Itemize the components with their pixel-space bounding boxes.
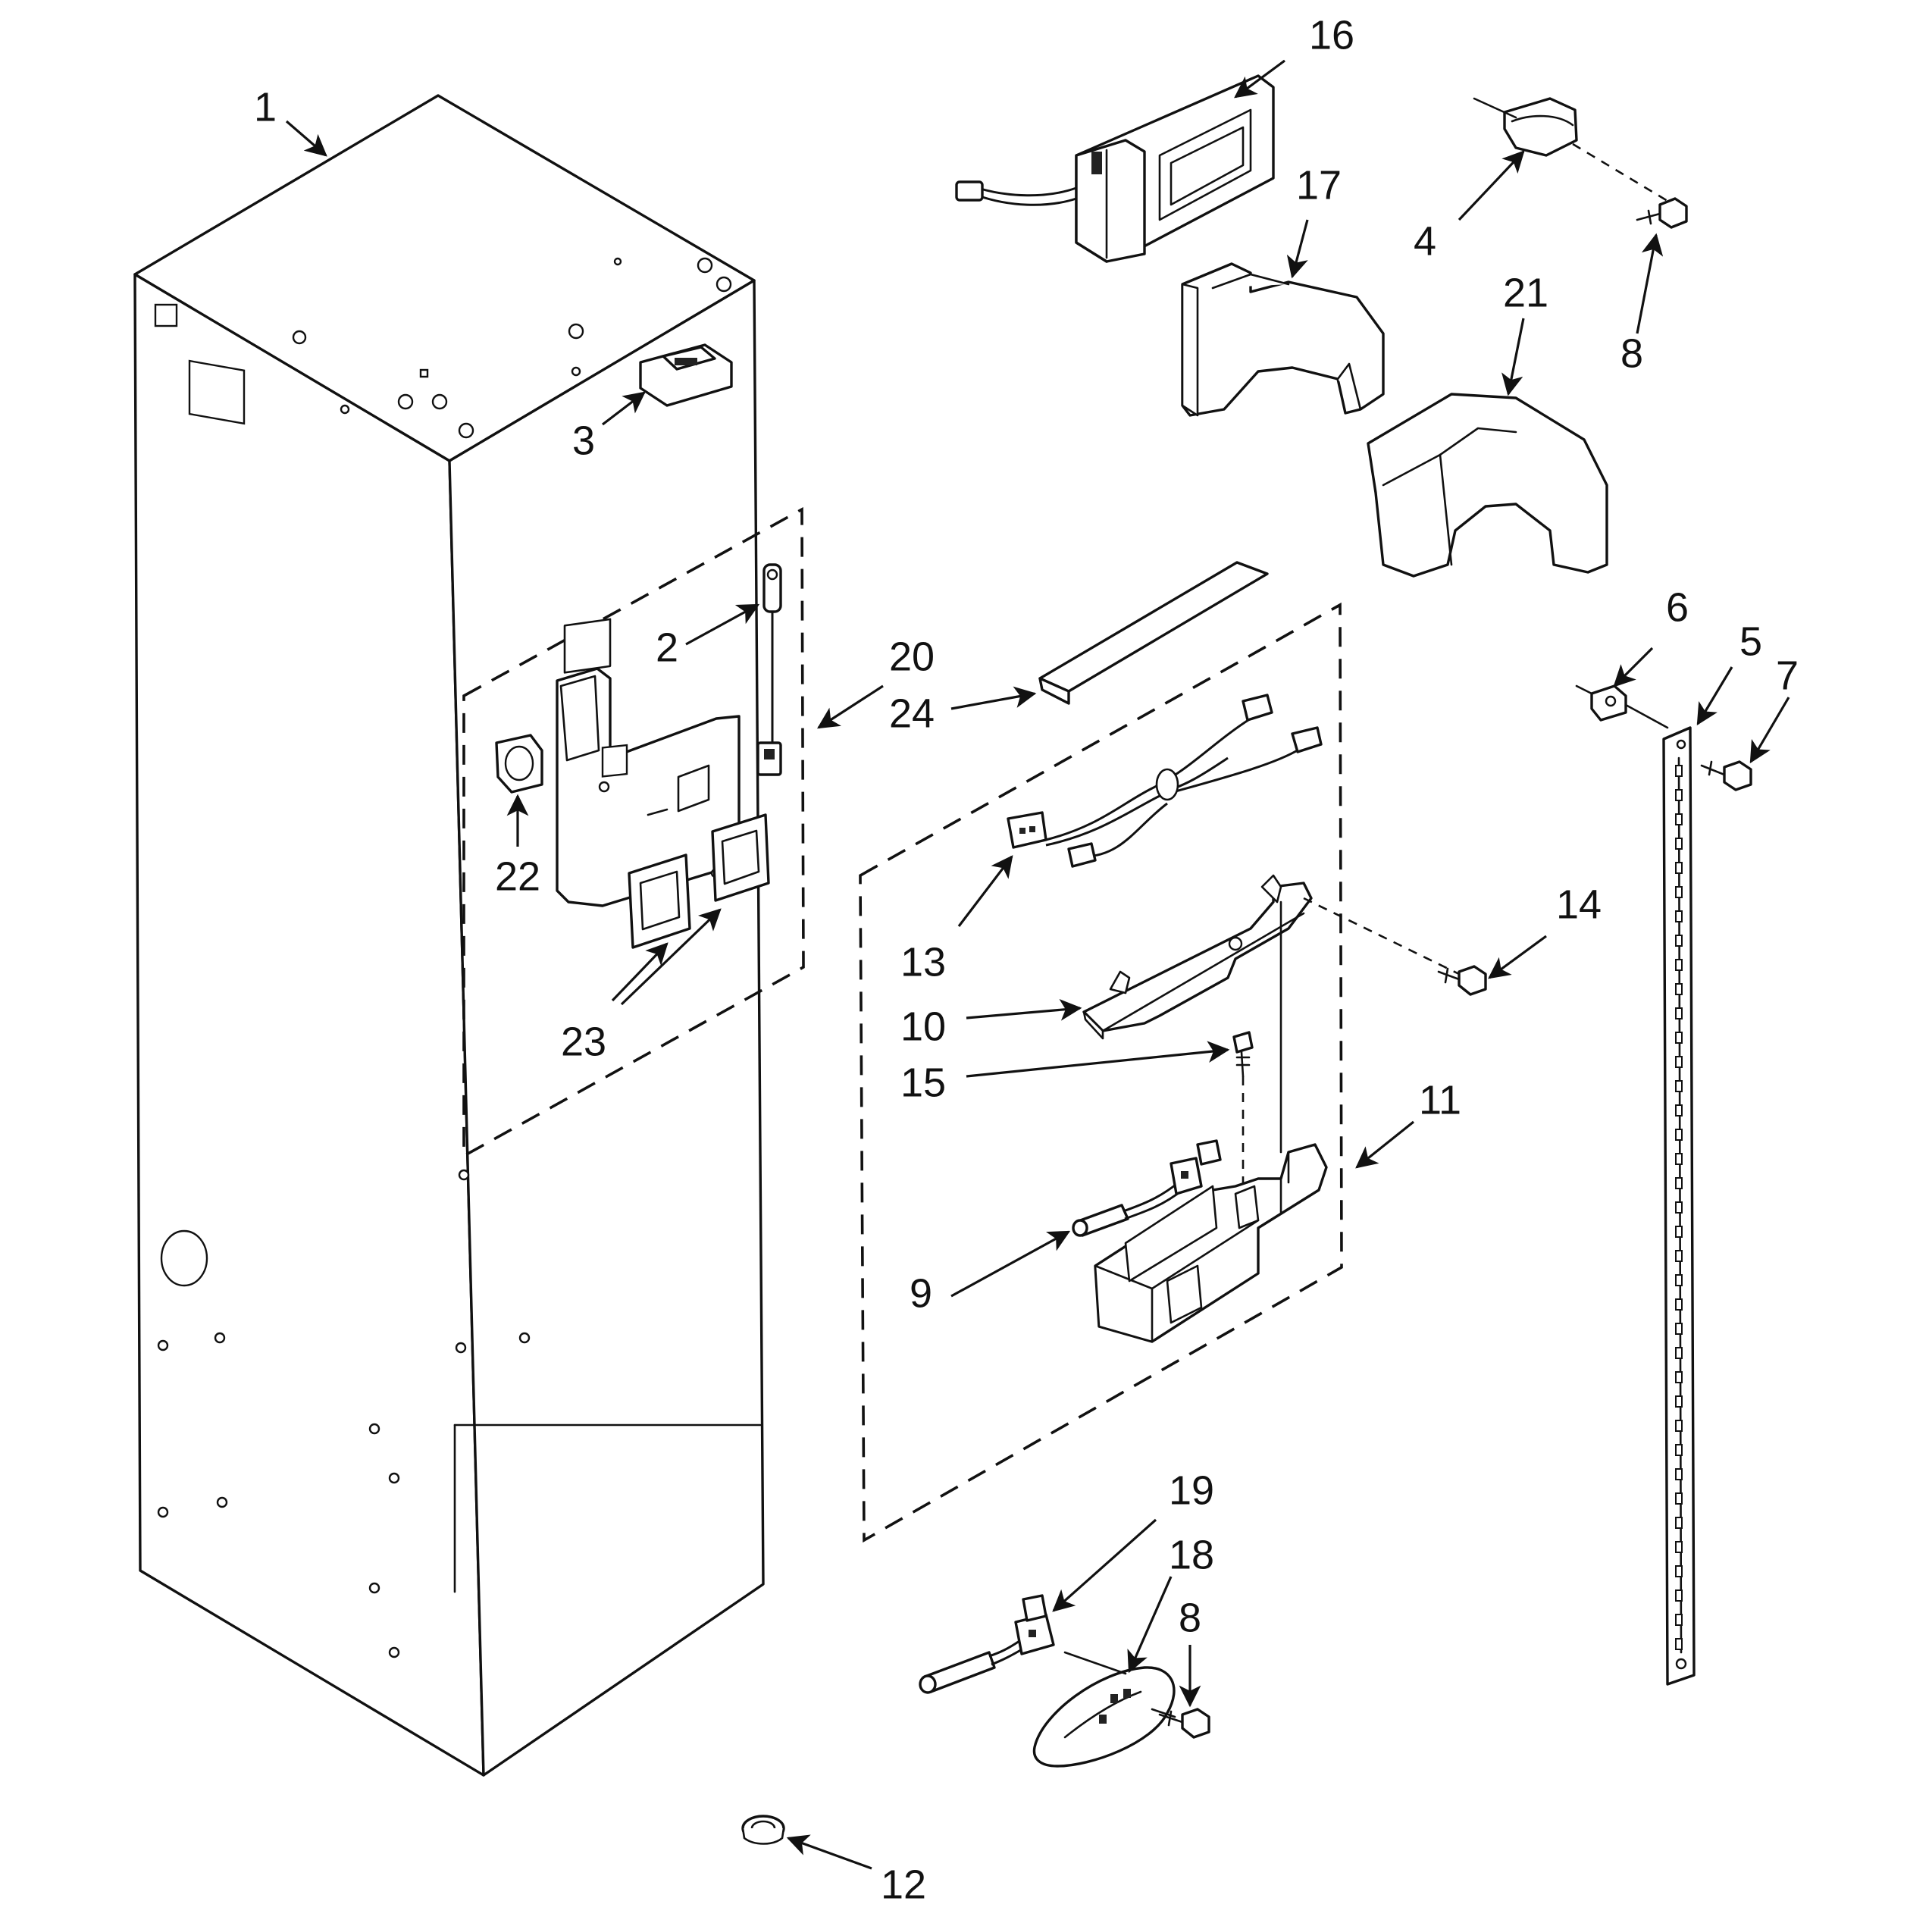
callout-2: 2 [656,625,678,670]
track-slot [1675,1420,1683,1432]
callout-8a: 8 [1620,330,1643,376]
callout-3: 3 [572,418,595,463]
track-slot [1675,1177,1683,1189]
insulation-strip [1038,561,1269,705]
track-slot [1675,1565,1683,1577]
cover-screw [1158,1708,1210,1739]
track-slot [1675,1589,1683,1602]
track-slot [1675,1323,1683,1335]
track-slot [1675,1274,1683,1286]
callout-23: 23 [561,1019,606,1064]
bracket-screw [1636,197,1688,229]
callout-10: 10 [900,1004,946,1049]
track-slot [1675,1226,1683,1238]
track-slot [1675,959,1683,971]
callout-17: 17 [1296,162,1342,208]
leader-lines [285,59,1790,1870]
damper-insulation [1181,262,1385,417]
track-slots [1675,765,1683,1650]
track-slot [1675,1638,1683,1650]
callout-6: 6 [1666,584,1689,630]
callout-20: 20 [889,634,935,679]
callout-4: 4 [1414,218,1436,264]
damper-bracket [1473,97,1668,202]
callout-labels: 1 16 17 4 8 21 3 2 20 24 22 23 13 10 15 … [254,12,1799,1907]
track-slot [1675,1080,1683,1092]
sensor-cover [1082,874,1313,1040]
callout-21: 21 [1503,270,1548,315]
callout-18: 18 [1169,1532,1214,1577]
assembly-11-boundary [859,602,1343,1543]
air-damper [955,74,1275,263]
callout-7: 7 [1776,653,1799,698]
callout-11: 11 [1419,1077,1461,1123]
drain-plug [741,1815,785,1845]
track-slot [1675,813,1683,825]
track-slot [1675,935,1683,947]
callout-24: 24 [889,691,935,736]
thermistor-cover [1032,1651,1176,1768]
track-slot [1675,1541,1683,1553]
control-grommet [495,734,543,794]
top-vent-port [639,343,733,407]
track-slot [1675,1517,1683,1529]
callout-5: 5 [1739,619,1762,664]
track-slot [1675,1298,1683,1311]
freezer-thermistor [919,1594,1055,1694]
track-slot [1675,862,1683,874]
assembly-20-boundary [462,506,805,1159]
track-clip [1575,684,1669,729]
track-slot [1675,1371,1683,1383]
track-slot [1675,765,1683,777]
housing-screw [1303,897,1487,996]
control-thermistor [756,563,782,776]
wire-harness [1007,694,1323,868]
cabinet-liner [133,94,765,1777]
track-slot [1675,1007,1683,1019]
track-slot [1675,886,1683,898]
track-slot [1675,1056,1683,1068]
sensor-thermistor [1072,1139,1222,1237]
callout-13: 13 [900,939,946,985]
callout-1: 1 [254,84,277,130]
callout-14: 14 [1556,882,1602,927]
mounting-screw [1232,1031,1254,1194]
damper-cover [1367,393,1608,578]
track-slot [1675,1129,1683,1141]
track-slot [1675,1444,1683,1456]
sensor-housing [1094,900,1328,1343]
track-slot [1675,1614,1683,1626]
callout-8b: 8 [1179,1595,1201,1640]
track-slot [1675,1250,1683,1262]
control-gaskets [628,813,770,949]
track-slot [1675,1032,1683,1044]
track-slot [1675,1395,1683,1408]
track-slot [1675,1104,1683,1117]
track-slot [1675,838,1683,850]
callout-16: 16 [1309,12,1354,58]
track-slot [1675,983,1683,995]
track-slot [1675,910,1683,922]
callout-19: 19 [1169,1467,1214,1513]
track-slot [1675,1492,1683,1505]
callout-9: 9 [910,1270,932,1316]
callout-22: 22 [495,853,540,899]
control-housing [556,618,741,907]
callout-12: 12 [881,1862,926,1907]
track-slot [1675,1347,1683,1359]
track-slot [1675,1468,1683,1480]
callout-15: 15 [900,1060,946,1105]
track-slot [1675,1153,1683,1165]
track-slot [1675,1201,1683,1214]
track-slot [1675,789,1683,801]
track-screw [1700,760,1752,791]
